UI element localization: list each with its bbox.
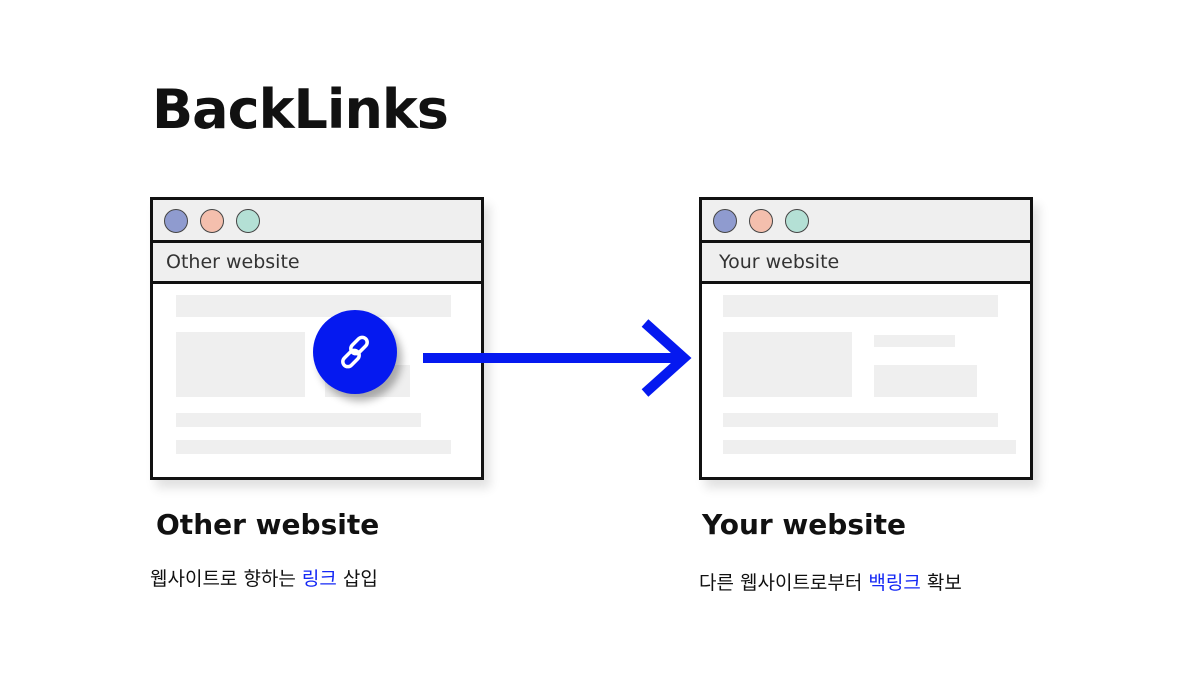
desc-highlight: 백링크 bbox=[868, 572, 921, 594]
your-website-label: Your website bbox=[702, 508, 906, 541]
your-website-window: Your website bbox=[699, 197, 1033, 480]
your-website-description: 다른 웹사이트로부터 백링크 확보 bbox=[699, 568, 962, 595]
content-placeholder bbox=[176, 440, 451, 454]
desc-text: 다른 웹사이트로부터 bbox=[699, 572, 869, 594]
content-placeholder bbox=[176, 332, 305, 397]
content-placeholder bbox=[874, 335, 955, 347]
window-dot-red bbox=[749, 209, 773, 233]
address-label: Your website bbox=[719, 251, 840, 273]
window-title-bar bbox=[702, 200, 1030, 243]
address-bar: Your website bbox=[702, 243, 1030, 284]
content-placeholder bbox=[723, 295, 998, 317]
arrow-icon bbox=[423, 319, 692, 397]
content-placeholder bbox=[176, 295, 451, 317]
window-dot-red bbox=[200, 209, 224, 233]
content-placeholder bbox=[723, 440, 1016, 454]
desc-text: 삽입 bbox=[336, 568, 378, 590]
address-bar: Other website bbox=[153, 243, 481, 284]
window-dot-blue bbox=[713, 209, 737, 233]
window-dot-green bbox=[785, 209, 809, 233]
link-icon bbox=[341, 335, 369, 369]
address-label: Other website bbox=[166, 251, 300, 273]
content-placeholder bbox=[874, 365, 977, 397]
content-placeholder bbox=[723, 332, 852, 397]
desc-text: 웹사이트로 향하는 bbox=[150, 568, 302, 590]
desc-highlight: 링크 bbox=[301, 568, 337, 590]
window-dot-blue bbox=[164, 209, 188, 233]
desc-text: 확보 bbox=[920, 572, 962, 594]
other-website-window: Other website bbox=[150, 197, 484, 480]
window-dot-green bbox=[236, 209, 260, 233]
link-badge bbox=[313, 310, 397, 394]
window-title-bar bbox=[153, 200, 481, 243]
content-placeholder bbox=[723, 413, 998, 427]
content-placeholder bbox=[176, 413, 421, 427]
page-title: BackLinks bbox=[152, 78, 449, 141]
other-website-description: 웹사이트로 향하는 링크 삽입 bbox=[150, 564, 378, 591]
other-website-label: Other website bbox=[156, 508, 380, 541]
